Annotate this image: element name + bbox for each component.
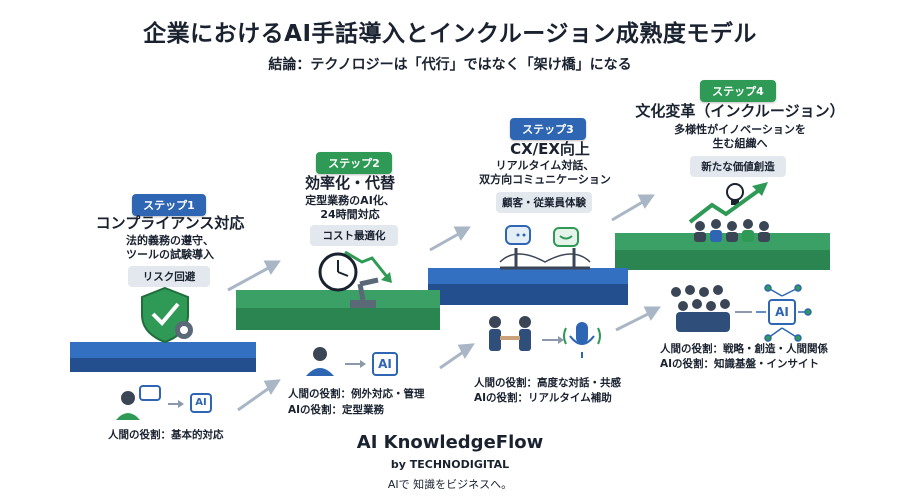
step-2-badge: ステップ2 xyxy=(316,152,392,174)
ai-chip-2-icon: AI xyxy=(372,352,398,376)
manager-icon xyxy=(306,347,366,376)
stair-step-4-face xyxy=(615,250,830,270)
stair-step-3-face xyxy=(428,284,628,305)
step-1-role-human: 人間の役割：基本的対応 xyxy=(108,429,224,441)
brand-by: by TECHNODIGITAL xyxy=(390,458,510,471)
step-1-pill: リスク回避 xyxy=(128,266,210,287)
stair-step-4-top xyxy=(615,233,830,250)
step-2-role-human: 人間の役割：例外対応・管理 xyxy=(288,388,425,400)
step-3-desc-1: リアルタイム対話、 xyxy=(495,159,595,172)
step-4-role-ai: AIの役割：知識基盤・インサイト xyxy=(660,358,820,370)
step-1-desc-2: ツールの試験導入 xyxy=(126,248,214,261)
stair-step-3-top xyxy=(428,268,628,284)
ai-chip-1-icon: AI xyxy=(190,393,212,413)
stair-step-2-face xyxy=(236,308,440,330)
stair-step-1-top xyxy=(70,342,256,358)
team-growth-icon xyxy=(688,182,770,242)
step-3-badge: ステップ3 xyxy=(510,118,586,140)
step-3-desc-2: 双方向コミュニケーション xyxy=(479,173,611,186)
step-1-desc-1: 法的義務の遵守、 xyxy=(126,234,214,247)
page-subtitle: 結論：テクノロジーは「代行」ではなく「架け橋」になる xyxy=(268,57,632,73)
handshake-icon xyxy=(489,316,564,351)
step-4-title: 文化変革（インクルージョン） xyxy=(635,102,845,120)
progress-arrows xyxy=(227,194,661,412)
bridge-chat-icon xyxy=(499,225,591,270)
page-title: 企業におけるAI手話導入とインクルージョン成熟度モデル xyxy=(143,21,757,47)
ai-network-icon xyxy=(735,284,812,342)
stair-step-2-top xyxy=(236,290,440,308)
step-2-pill: コスト最適化 xyxy=(310,225,398,246)
brand-name: AI KnowledgeFlow xyxy=(356,432,544,453)
step-3-role-human: 人間の役割：高度な対話・共感 xyxy=(474,377,621,389)
step-4-desc-1: 多様性がイノベーションを xyxy=(674,123,806,136)
person-chat-icon xyxy=(116,385,184,420)
step-2-role-ai: AIの役割：定型業務 xyxy=(288,404,385,416)
step-4-badge: ステップ4 xyxy=(700,80,776,102)
step-4-desc-2: 生む組織へ xyxy=(712,137,768,150)
step-4-role-human: 人間の役割：戦略・創造・人間関係 xyxy=(660,343,828,355)
step-3-role-ai: AIの役割：リアルタイム補助 xyxy=(474,392,612,404)
step-4-pill: 新たな価値創造 xyxy=(690,156,786,177)
step-1-badge: ステップ1 xyxy=(132,194,206,216)
shield-check-icon xyxy=(141,286,193,344)
step-2-desc-2: 24時間対応 xyxy=(320,208,380,221)
step-1-title: コンプライアンス対応 xyxy=(95,214,245,232)
step-3-pill: 顧客・従業員体験 xyxy=(496,192,592,213)
step-3-title: CX/EX向上 xyxy=(510,140,590,158)
microphone-icon xyxy=(563,322,601,358)
step-2-desc-1: 定型業務のAI化、 xyxy=(305,194,395,207)
clock-robot-arm-icon xyxy=(318,250,392,308)
ai-chip-4-icon: AI xyxy=(768,299,796,325)
crowd-icon xyxy=(671,285,730,332)
step-2-title: 効率化・代替 xyxy=(304,174,395,192)
brand-tagline: AIで 知識をビジネスへ。 xyxy=(387,478,513,491)
stair-step-1-face xyxy=(70,358,256,372)
